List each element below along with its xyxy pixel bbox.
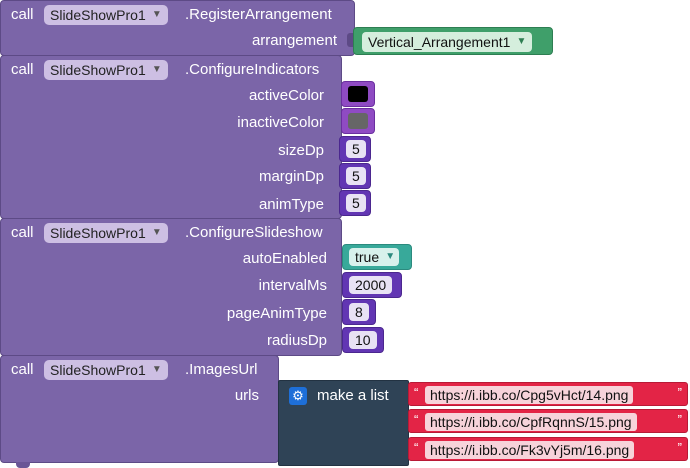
component-dropdown[interactable]: SlideShowPro1 ▼ bbox=[44, 223, 168, 243]
make-list-label: make a list bbox=[317, 387, 389, 404]
boolean-dropdown[interactable]: true ▼ bbox=[349, 248, 400, 266]
number-block-intervalms[interactable]: 2000 bbox=[342, 272, 402, 298]
number-field[interactable]: 2000 bbox=[349, 276, 393, 294]
component-dropdown[interactable]: SlideShowPro1 ▼ bbox=[44, 5, 168, 25]
call-keyword: call bbox=[11, 224, 34, 241]
call-keyword: call bbox=[11, 6, 34, 23]
component-name: SlideShowPro1 bbox=[50, 362, 146, 378]
number-field[interactable]: 5 bbox=[346, 167, 366, 185]
arg-label-urls: urls bbox=[234, 387, 259, 404]
gear-icon[interactable]: ⚙ bbox=[289, 387, 307, 405]
inactive-color-block[interactable] bbox=[341, 108, 375, 134]
text-field[interactable]: https://i.ibb.co/Cpg5vHct/14.png bbox=[425, 386, 634, 404]
arrangement-dropdown[interactable]: Vertical_Arrangement1 ▼ bbox=[362, 32, 533, 52]
open-quote: “ bbox=[414, 385, 419, 400]
component-dropdown[interactable]: SlideShowPro1 ▼ bbox=[44, 360, 168, 380]
number-field[interactable]: 5 bbox=[346, 194, 366, 212]
text-field[interactable]: https://i.ibb.co/Fk3vYj5m/16.png bbox=[425, 441, 635, 459]
boolean-value: true bbox=[355, 249, 380, 265]
call-keyword: call bbox=[11, 61, 34, 78]
close-quote: ” bbox=[677, 440, 682, 455]
component-dropdown[interactable]: SlideShowPro1 ▼ bbox=[44, 60, 168, 80]
arrangement-component-block[interactable]: Vertical_Arrangement1 ▼ bbox=[353, 27, 553, 55]
next-connector bbox=[16, 462, 30, 468]
number-field[interactable]: 10 bbox=[349, 331, 377, 349]
text-field[interactable]: https://i.ibb.co/CpfRqnnS/15.png bbox=[425, 413, 637, 431]
color-swatch[interactable] bbox=[348, 86, 368, 102]
chevron-down-icon: ▼ bbox=[151, 227, 162, 238]
method-name: .RegisterArrangement bbox=[185, 6, 332, 23]
arg-label-inactivecolor: inactiveColor bbox=[237, 114, 324, 131]
boolean-block[interactable]: true ▼ bbox=[342, 244, 412, 270]
arg-label-pageanimtype: pageAnimType bbox=[226, 305, 327, 322]
open-quote: “ bbox=[414, 440, 419, 455]
arg-label-sizedp: sizeDp bbox=[278, 142, 324, 159]
configure-indicators-block[interactable]: call SlideShowPro1 ▼ .ConfigureIndicator… bbox=[0, 55, 342, 219]
method-name: .ConfigureSlideshow bbox=[185, 224, 323, 241]
text-block-url-1[interactable]: “ https://i.ibb.co/Cpg5vHct/14.png ” bbox=[408, 382, 688, 406]
arg-label-autoenabled: autoEnabled bbox=[242, 250, 327, 267]
arg-label-arrangement: arrangement bbox=[251, 32, 337, 49]
component-name: SlideShowPro1 bbox=[50, 225, 146, 241]
number-field[interactable]: 8 bbox=[349, 303, 369, 321]
register-arrangement-block[interactable]: call SlideShowPro1 ▼ .RegisterArrangemen… bbox=[0, 0, 355, 56]
arg-label-activecolor: activeColor bbox=[248, 87, 324, 104]
call-keyword: call bbox=[11, 361, 34, 378]
color-swatch[interactable] bbox=[348, 113, 368, 129]
number-block-animtype[interactable]: 5 bbox=[339, 190, 371, 216]
text-block-url-2[interactable]: “ https://i.ibb.co/CpfRqnnS/15.png ” bbox=[408, 409, 688, 433]
arrangement-value: Vertical_Arrangement1 bbox=[368, 34, 511, 50]
number-field[interactable]: 5 bbox=[346, 140, 366, 158]
chevron-down-icon: ▼ bbox=[151, 364, 162, 375]
arg-label-animtype: animType bbox=[258, 196, 324, 213]
configure-slideshow-block[interactable]: call SlideShowPro1 ▼ .ConfigureSlideshow… bbox=[0, 218, 342, 356]
open-quote: “ bbox=[414, 412, 419, 427]
active-color-block[interactable] bbox=[341, 81, 375, 107]
chevron-down-icon: ▼ bbox=[151, 9, 162, 20]
close-quote: ” bbox=[677, 412, 682, 427]
component-name: SlideShowPro1 bbox=[50, 62, 146, 78]
number-block-pageanimtype[interactable]: 8 bbox=[342, 299, 376, 325]
input-socket bbox=[347, 33, 355, 47]
method-name: .ImagesUrl bbox=[185, 361, 258, 378]
method-name: .ConfigureIndicators bbox=[185, 61, 320, 78]
arg-label-intervalms: intervalMs bbox=[258, 277, 327, 294]
close-quote: ” bbox=[677, 385, 682, 400]
make-a-list-block[interactable]: ⚙ make a list bbox=[278, 380, 409, 466]
images-url-block[interactable]: call SlideShowPro1 ▼ .ImagesUrl urls bbox=[0, 355, 279, 463]
component-name: SlideShowPro1 bbox=[50, 7, 146, 23]
arg-label-radiusdp: radiusDp bbox=[266, 332, 327, 349]
text-block-url-3[interactable]: “ https://i.ibb.co/Fk3vYj5m/16.png ” bbox=[408, 437, 688, 461]
number-block-margindp[interactable]: 5 bbox=[339, 163, 371, 189]
chevron-down-icon: ▼ bbox=[385, 251, 396, 262]
chevron-down-icon: ▼ bbox=[151, 64, 162, 75]
number-block-radiusdp[interactable]: 10 bbox=[342, 327, 384, 353]
arg-label-margindp: marginDp bbox=[258, 168, 324, 185]
number-block-sizedp[interactable]: 5 bbox=[339, 136, 371, 162]
chevron-down-icon: ▼ bbox=[516, 36, 527, 47]
